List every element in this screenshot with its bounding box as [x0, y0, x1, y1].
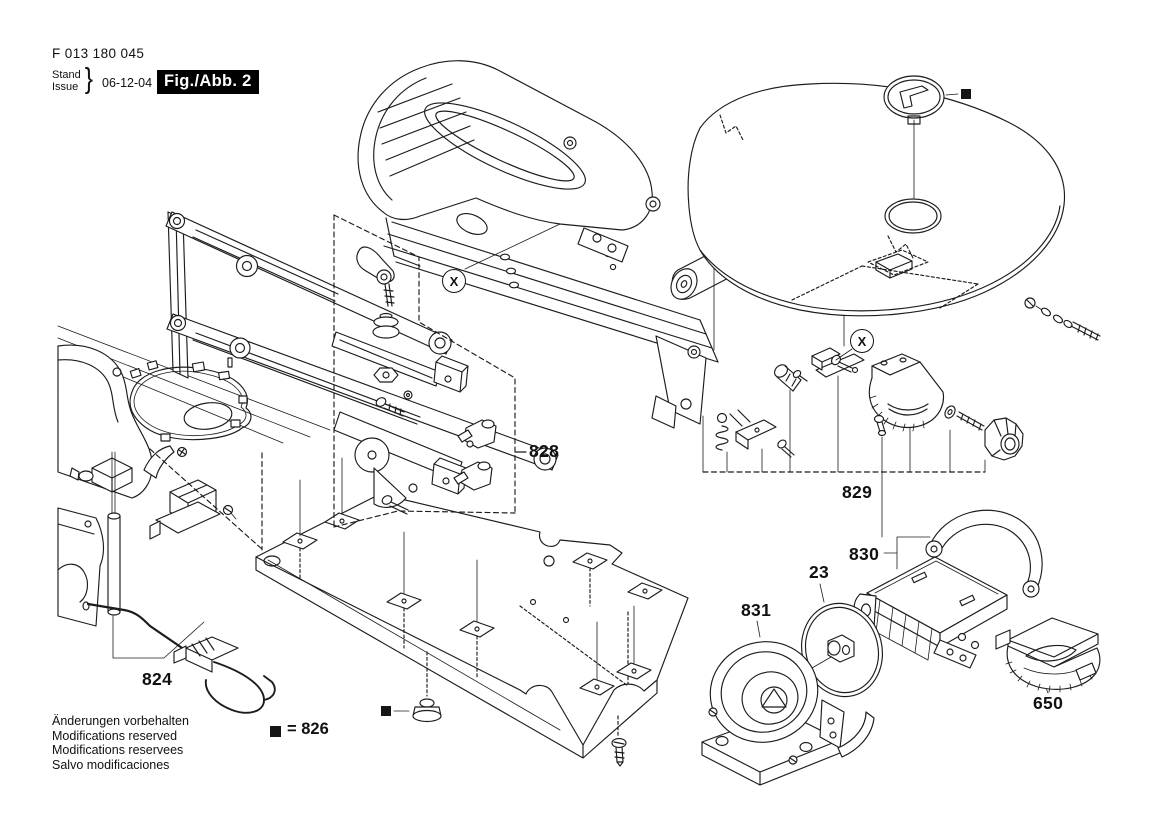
bearing-stand-831 [701, 620, 875, 786]
group-829 [702, 347, 1024, 538]
base-plate [255, 457, 689, 767]
footer-line-de: Änderungen vorbehalten [52, 714, 189, 728]
stand-issue-brace: } [84, 63, 93, 95]
callout-829: 829 [842, 482, 873, 502]
footer-line-en: Modifications reserved [52, 728, 178, 743]
stand-label: Stand [52, 69, 81, 81]
callout-824: 824 [142, 669, 173, 689]
upper-arm-housing [357, 60, 661, 231]
pan-screw [777, 439, 795, 458]
detail-marker-x-2: X [850, 329, 874, 353]
footer-line-es: Salvo modificaciones [52, 757, 170, 772]
guard-hose [925, 509, 1043, 598]
detail-marker-x-1: X [442, 269, 466, 293]
blade-clamp-assembly [792, 347, 865, 382]
legend-square-icon [270, 726, 281, 737]
scale-screw [873, 414, 887, 437]
group-824-parts [82, 446, 276, 714]
detail-box-828 [333, 214, 527, 528]
footer-line-fr: Modifications reservees [52, 743, 184, 758]
clamp-bracket [729, 409, 777, 450]
rubber-foot [393, 698, 442, 723]
callout-828: 828 [529, 441, 560, 461]
base-screw [611, 737, 627, 767]
callout-leader-824 [112, 615, 205, 659]
callout-830: 830 [849, 544, 880, 564]
group-830 [853, 509, 1043, 669]
socket-screw [774, 364, 802, 392]
wheel-23 [800, 583, 884, 698]
trunnion-support [853, 556, 1008, 669]
blade-clamp-lower [453, 461, 493, 491]
footer-notes: Änderungen vorbehalten Modifications res… [52, 714, 189, 772]
table-assembly [687, 75, 1101, 351]
issue-label: Issue [52, 81, 79, 93]
angle-scale-quadrant [868, 353, 945, 432]
callout-650: 650 [1033, 693, 1064, 713]
miter-gauge-650 [995, 617, 1101, 694]
blade-clamp-upper [457, 419, 497, 449]
left-housing-parts [57, 344, 175, 627]
callout-831: 831 [741, 600, 772, 620]
group-828-parts [331, 246, 497, 515]
callout-23: 23 [809, 562, 830, 582]
square-marker-foot [381, 706, 391, 716]
star-knob [984, 417, 1024, 461]
issue-date: 06-12-04 [102, 76, 153, 90]
legend-square-equals: = 826 [287, 720, 329, 738]
detail-x-leaders [464, 223, 853, 361]
square-marker-table-insert [961, 89, 971, 99]
figure-number-badge: Fig./Abb. 2 [157, 70, 259, 94]
document-number: F 013 180 045 [52, 46, 145, 61]
arm-chassis-rails [383, 213, 719, 363]
wire-harness [129, 357, 252, 442]
